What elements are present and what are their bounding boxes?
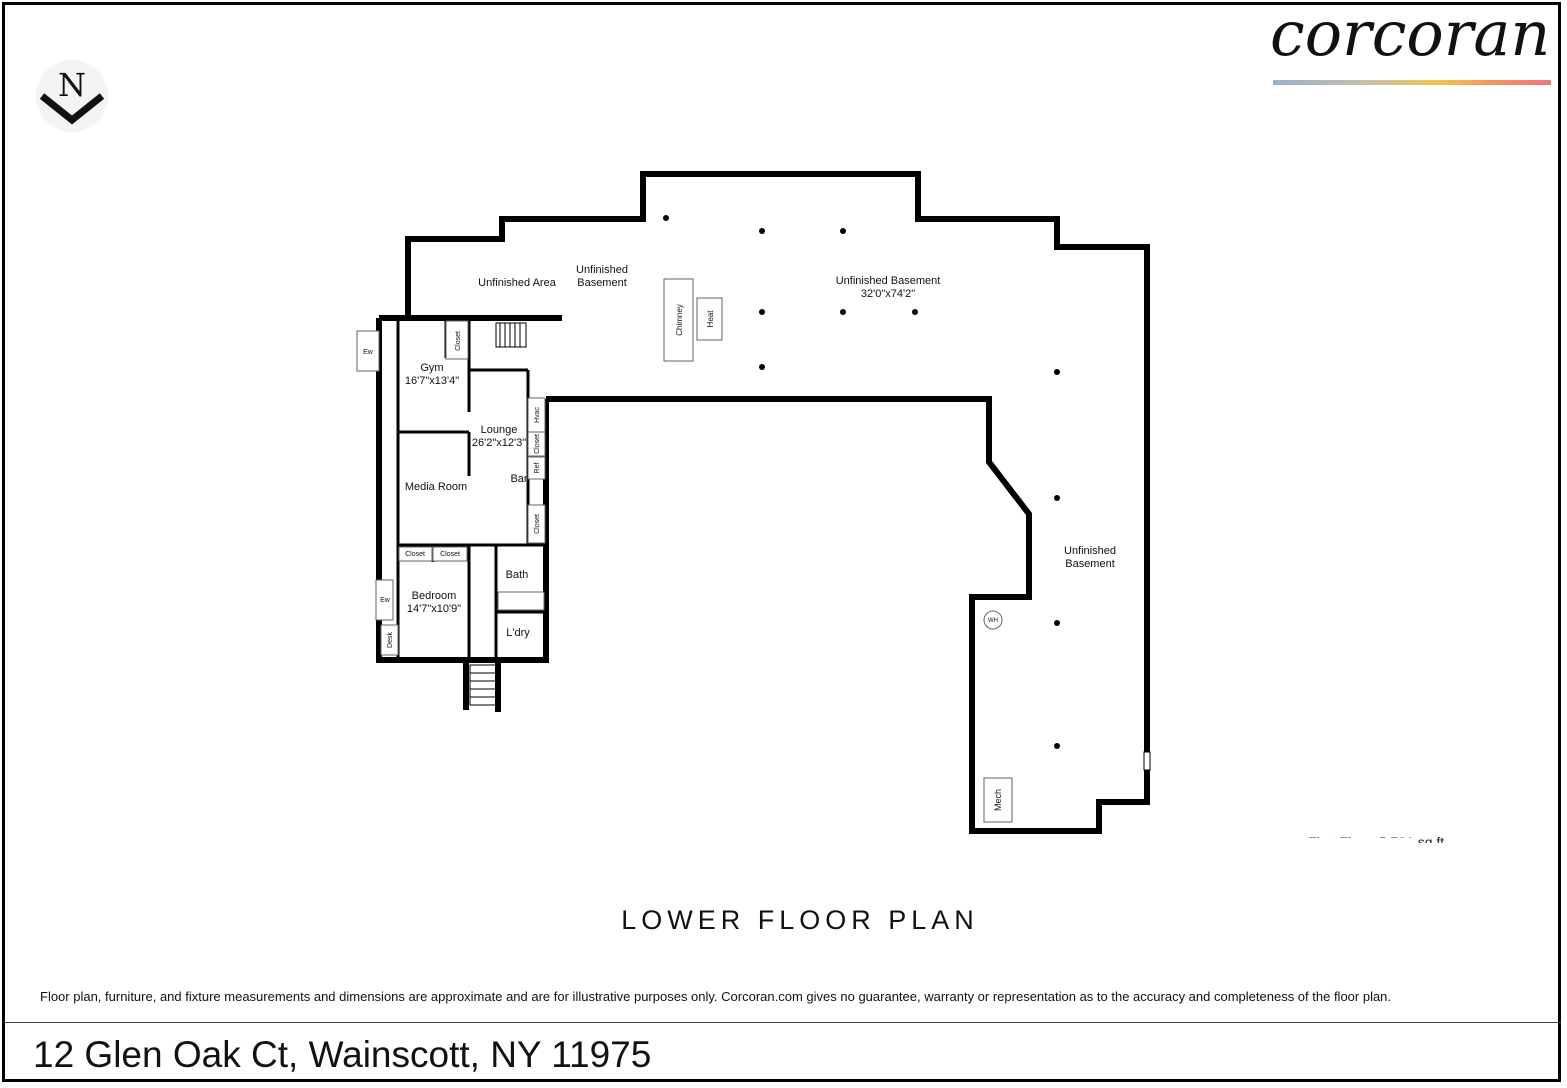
label-unfinished-basement-east-a: Unfinished <box>1064 545 1116 557</box>
label-laundry: L'dry <box>506 627 530 639</box>
label-water-heater: WH <box>988 618 998 624</box>
disclaimer-text: Floor plan, furniture, and fixture measu… <box>40 989 1392 1004</box>
label-bath: Bath <box>506 569 529 581</box>
label-bar: Bar <box>510 473 527 485</box>
label-heat: Heat <box>706 310 715 328</box>
label-hvac: Hvac <box>534 407 541 423</box>
logo-gradient-bar <box>1273 80 1551 85</box>
label-desk: Desk <box>387 632 394 648</box>
corcoran-logo: corcoran <box>1270 0 1551 70</box>
label-unfinished-basement-main: Unfinished Basement <box>836 275 941 287</box>
label-ew-2: Ew <box>380 597 391 604</box>
support-columns <box>663 215 1060 749</box>
label-unfinished-basement-main-dim: 32'0"x74'2" <box>861 288 915 300</box>
label-lounge: Lounge <box>481 424 518 436</box>
label-chimney: Chimney <box>675 304 684 336</box>
label-unfinished-basement-east-b: Basement <box>1065 558 1115 570</box>
label-closet-bed-2: Closet <box>440 551 460 558</box>
label-closet-bed-1: Closet <box>405 551 425 558</box>
label-lounge-dim: 26'2"x12'3" <box>472 437 526 449</box>
fixture-boxes <box>356 278 1013 823</box>
label-mech: Mech <box>993 789 1003 811</box>
label-unfinished-basement-1a: Unfinished <box>576 264 628 276</box>
window <box>1143 751 1151 771</box>
label-unfinished-area: Unfinished Area <box>478 277 557 289</box>
north-letter: N <box>58 66 86 104</box>
property-address: 12 Glen Oak Ct, Wainscott, NY 11975 <box>33 1034 652 1075</box>
faded-overlay <box>1208 838 1418 968</box>
stairs <box>469 322 527 706</box>
label-closet-lounge: Closet <box>534 434 541 454</box>
exterior-walls <box>376 171 1150 834</box>
label-closet-gym: Closet <box>455 331 462 351</box>
label-media-room: Media Room <box>405 481 467 493</box>
label-ref: Ref <box>534 463 541 474</box>
label-closet-bar: Closet <box>534 514 541 534</box>
label-bedroom-dim: 14'7"x10'9" <box>407 603 461 615</box>
plan-title: LOWER FLOOR PLAN <box>621 905 979 935</box>
label-gym-dim: 16'7"x13'4" <box>405 375 459 387</box>
north-compass: N <box>36 60 108 132</box>
label-gym: Gym <box>420 362 443 374</box>
north-arrow-icon: N <box>39 66 105 125</box>
label-unfinished-basement-1b: Basement <box>577 277 627 289</box>
footer-divider <box>5 1022 1561 1023</box>
label-bedroom: Bedroom <box>412 590 457 602</box>
label-ew-1: Ew <box>363 349 374 356</box>
